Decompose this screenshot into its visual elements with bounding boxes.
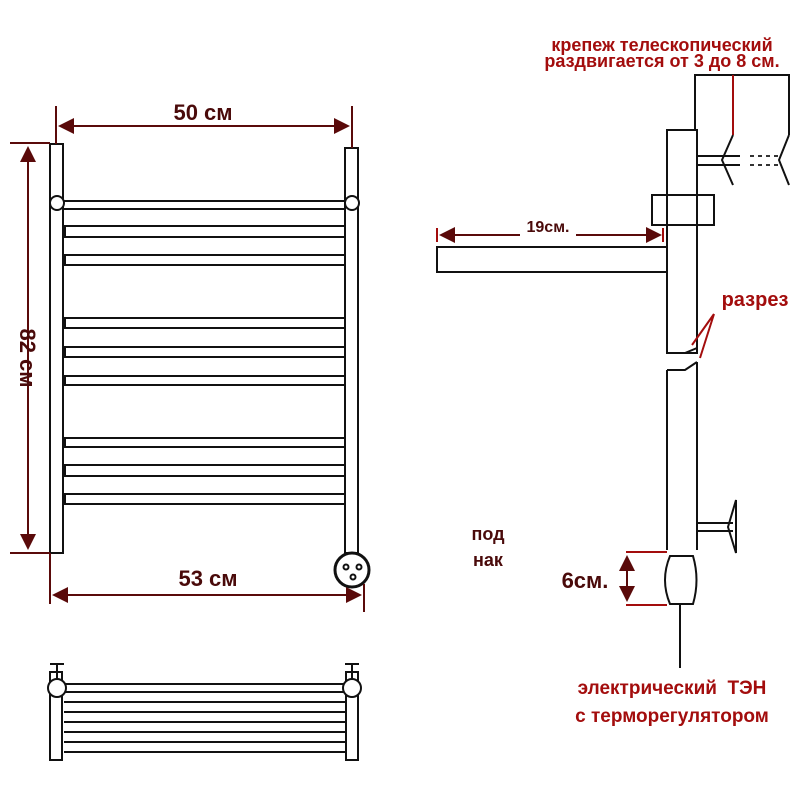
top-right-knob-icon — [342, 678, 362, 698]
heater-line1: электрический ТЭН — [578, 678, 767, 699]
top-left-knob-icon — [47, 678, 67, 698]
heater-line2: с терморегулятором — [575, 706, 769, 727]
heater-element-icon — [619, 551, 698, 668]
note-line2: нак — [473, 550, 504, 570]
heating-element-plug-icon — [333, 551, 371, 589]
cut-label: разрез — [722, 289, 789, 311]
height-label: 82 см — [15, 328, 40, 387]
side-rail — [436, 246, 668, 273]
note-line1: под — [471, 524, 505, 544]
bracket — [651, 194, 715, 226]
rails — [62, 200, 346, 505]
lower-wall-mount-icon — [697, 499, 737, 554]
element-height-label: 6см. — [562, 568, 609, 593]
top-view — [47, 663, 362, 761]
overall-width-label: 53 см — [178, 566, 237, 591]
side-view: крепеж телескопический раздвигается от 3… — [436, 35, 790, 727]
right-knob-icon — [344, 195, 360, 211]
mount-title-line2: раздвигается от 3 до 8 см. — [544, 51, 779, 71]
left-knob-icon — [49, 195, 65, 211]
width-label: 50 см — [173, 100, 232, 125]
depth-label: 19см. — [527, 219, 570, 236]
side-post-upper — [666, 129, 698, 354]
mount-title-line1: крепеж телескопический — [551, 35, 772, 55]
telescopic-mount-icon — [697, 134, 790, 186]
front-view: 50 см 82 см 53 см — [10, 100, 371, 612]
